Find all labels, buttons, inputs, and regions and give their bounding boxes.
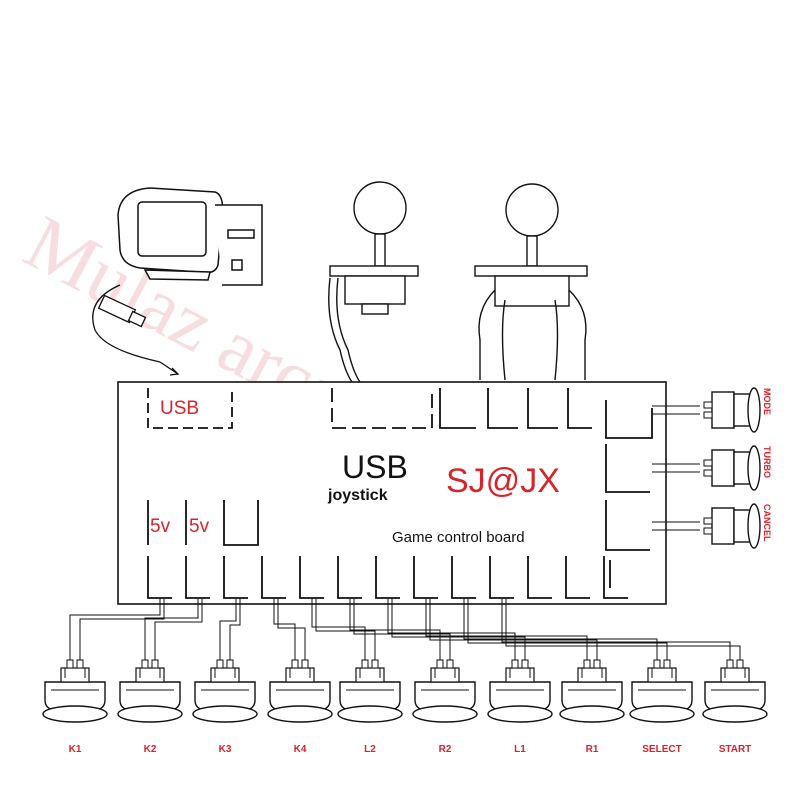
arcade-button-r1 (559, 659, 625, 723)
wire (144, 598, 199, 664)
button-label: L2 (364, 744, 376, 755)
joystick-left-icon (328, 181, 419, 383)
button-label: R2 (439, 744, 452, 755)
connector-slot (603, 556, 628, 599)
side-button-mode (703, 387, 761, 433)
power-label-2: 5v (189, 516, 210, 537)
wire (429, 598, 598, 664)
power-connectors (147, 500, 259, 546)
side-connectors (605, 400, 653, 588)
bottom-buttons: K1 K2 K3 K4 L2 R2 L1 R1 SELECT START (42, 659, 768, 755)
button-label: K1 (69, 744, 82, 755)
arcade-button-k4 (267, 659, 333, 723)
arcade-button-l2 (337, 659, 403, 723)
usb-cable-icon (92, 284, 180, 376)
wire (277, 598, 306, 664)
arcade-button-k1 (42, 659, 108, 723)
arcade-button-start (702, 659, 768, 723)
wire (311, 598, 366, 664)
button-icon (42, 659, 108, 723)
wire (154, 598, 203, 664)
side-button-turbo (703, 445, 761, 491)
arcade-button-select (629, 659, 695, 723)
button-label: K3 (219, 744, 232, 755)
arcade-button-l1 (487, 659, 553, 723)
side-button-icon (703, 445, 761, 491)
button-icon (412, 659, 478, 723)
wire (505, 598, 741, 664)
button-wires (69, 598, 741, 664)
board-caption: Game control board (392, 529, 525, 546)
side-button-icon (703, 387, 761, 433)
button-icon (337, 659, 403, 723)
arcade-button-k2 (117, 659, 183, 723)
connector-slot (565, 556, 590, 599)
wire (387, 598, 516, 664)
power-label-1: 5v (150, 516, 171, 537)
wire (501, 598, 731, 664)
side-button-label: MODE (762, 388, 772, 415)
side-button-icon (703, 503, 761, 549)
button-label: START (719, 744, 752, 755)
button-icon (559, 659, 625, 723)
top-connectors (147, 388, 592, 429)
button-label: L1 (514, 744, 526, 755)
button-icon (192, 659, 258, 723)
wire (391, 598, 526, 664)
button-label: R1 (586, 744, 599, 755)
button-label: K4 (294, 744, 307, 755)
wire (79, 598, 165, 664)
button-icon (629, 659, 695, 723)
computer-icon (117, 187, 263, 286)
button-icon (487, 659, 553, 723)
control-board (117, 381, 667, 605)
wire (69, 598, 161, 664)
board-title-joystick: joystick (327, 487, 388, 504)
button-label: K2 (144, 744, 157, 755)
connector-slot (527, 556, 552, 599)
button-icon (117, 659, 183, 723)
board-title-usb: USB (342, 449, 408, 485)
side-button-label: TURBO (762, 446, 772, 478)
wire (273, 598, 296, 664)
usb-port-label: USB (160, 398, 199, 419)
side-buttons: MODE TURBO CANCEL (652, 387, 772, 549)
wire (463, 598, 658, 664)
wire (353, 598, 451, 664)
wire (315, 598, 376, 664)
arcade-button-k3 (192, 659, 258, 723)
side-button-label: CANCEL (762, 504, 772, 542)
button-icon (702, 659, 768, 723)
wire (229, 598, 241, 664)
button-icon (267, 659, 333, 723)
board-brand: SJ@JX (446, 462, 560, 500)
arcade-button-r2 (412, 659, 478, 723)
wire (219, 598, 237, 664)
side-button-cancel (703, 503, 761, 549)
button-label: SELECT (642, 744, 681, 755)
wire (467, 598, 668, 664)
wire (349, 598, 441, 664)
joystick-right-icon (474, 183, 588, 381)
